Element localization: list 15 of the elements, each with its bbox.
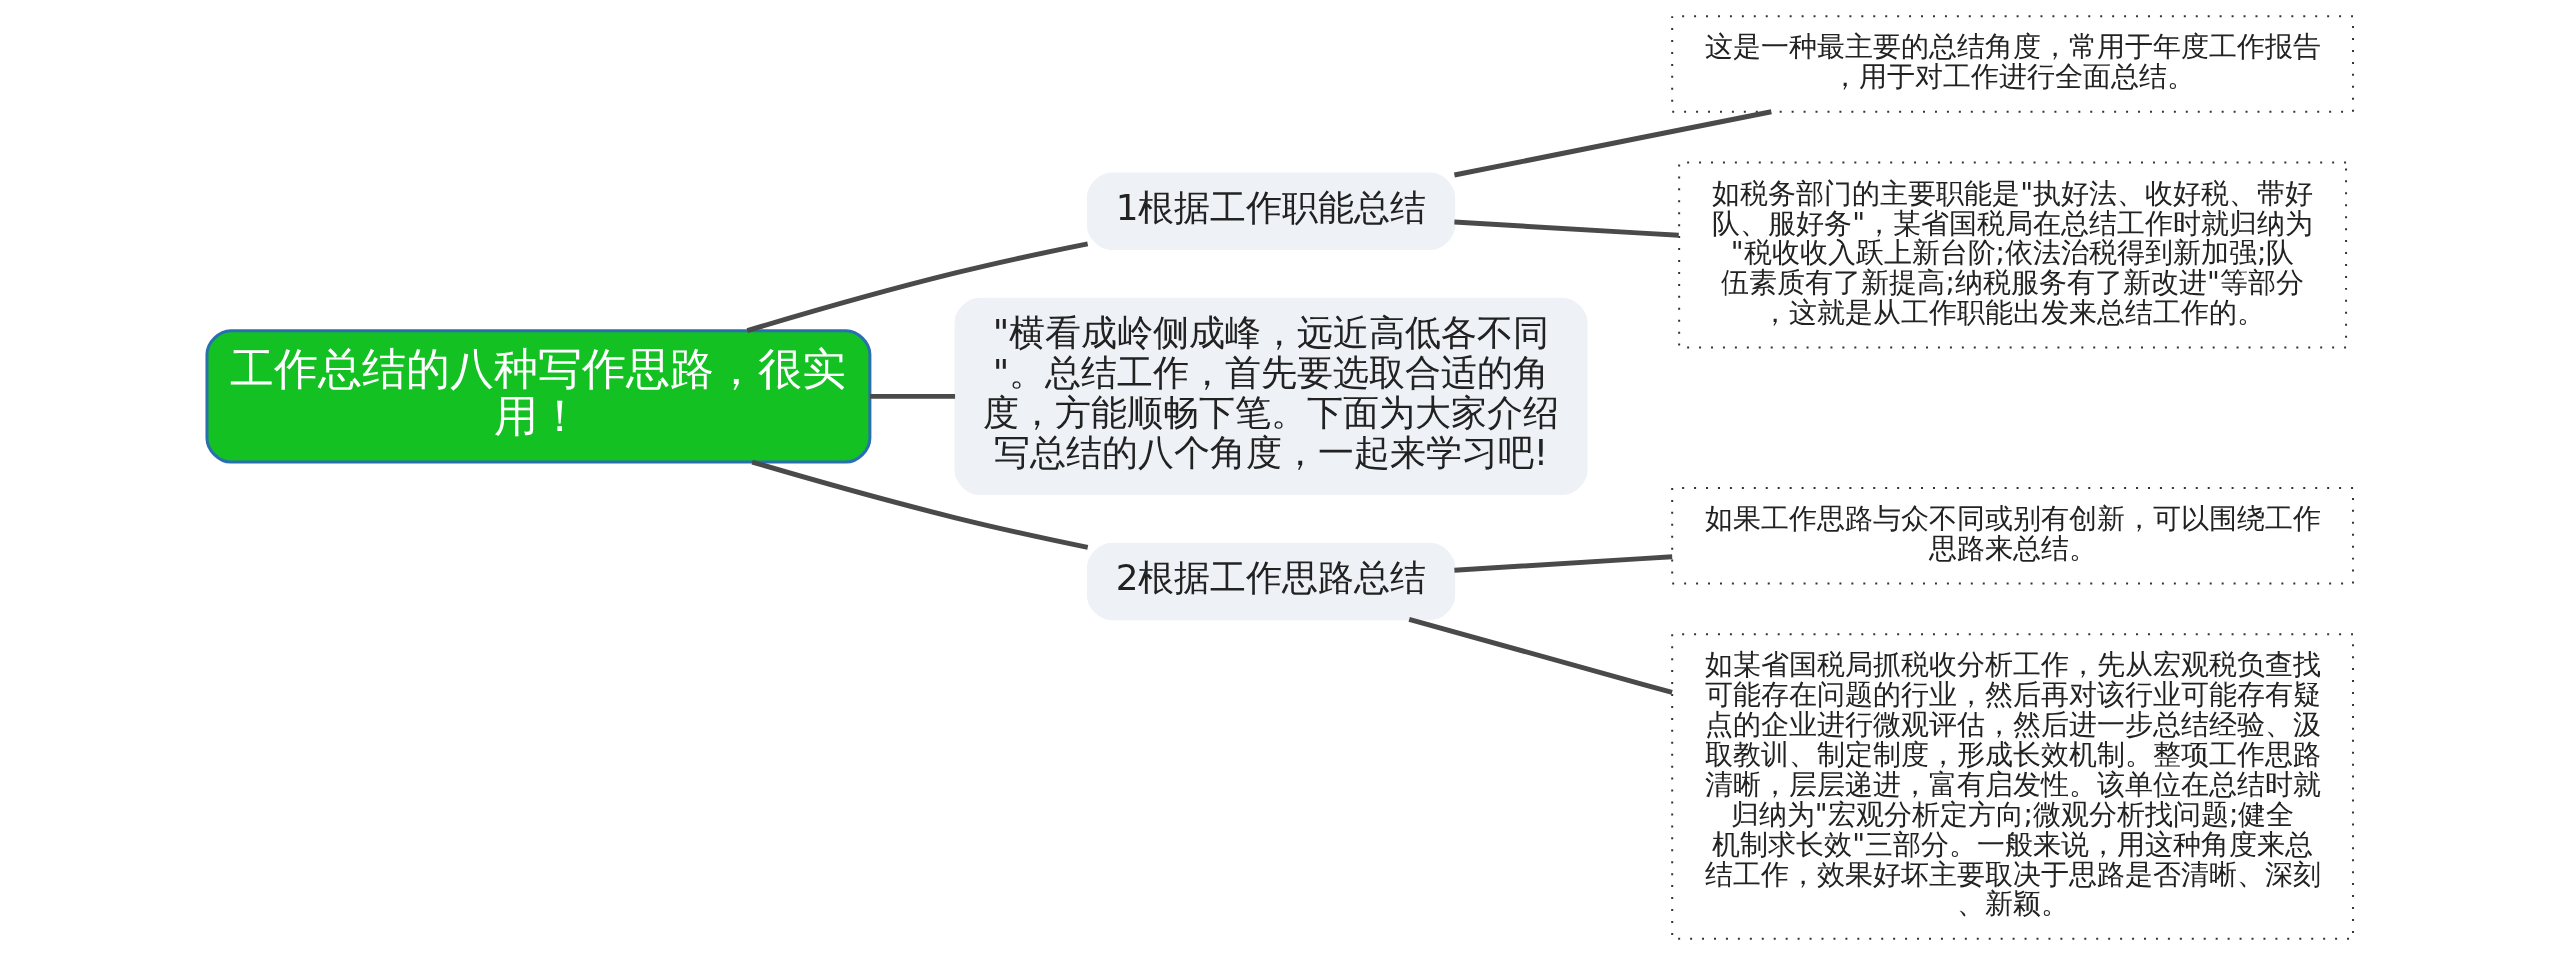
node-box: 2根据工作思路总结 — [1086, 542, 1456, 621]
node-box: "横看成岭侧成峰，远近高低各不同"。总结工作，首先要选取合适的角度，方能顺畅下笔。下面为大家介绍写总结的八个角度，一起来学习吧! — [954, 297, 1588, 495]
node-box: 这是一种最主要的总结角度，常用于年度工作报告，用于对工作进行全面总结。 — [1671, 15, 2355, 113]
node-box: 工作总结的八种写作思路，很实用！ — [205, 329, 872, 464]
connector — [870, 393, 956, 399]
connector — [751, 459, 1089, 550]
connector — [1408, 616, 1673, 695]
node-box: 如果工作思路与众不同或别有创新，可以围绕工作思路来总结。 — [1671, 486, 2355, 585]
node-box: 如税务部门的主要职能是"执好法、收好税、带好队、服好务"，某省国税局在总结工作时就归纳为"税收收入跃上新台阶;依法治税得到新加强;队伍素质有了新提高;纳税服务有了新改进"等部分，这就是从工作职能出发来总结工作的。 — [1678, 161, 2348, 349]
node-box: 1根据工作职能总结 — [1086, 172, 1456, 251]
node-box: 如某省国税局抓税收分析工作，先从宏观税负查找可能存在问题的行业，然后再对该行业可能存有疑点的企业进行微观评估，然后进一步总结经验、汲取教训、制定制度，形成长效机制。整项工作思路清晰，层层递进，富有启发性。该单位在总结时就归纳为"宏观分析定方向;微观分析找问题;健全机制求长效"三部分。一般来说，用这种角度来总结工作，效果好坏主要取决于思路是否清晰、深刻、新颖。 — [1671, 633, 2355, 940]
connector — [1453, 109, 1772, 178]
connector — [1454, 219, 1679, 238]
connector — [746, 241, 1089, 334]
connector — [1454, 554, 1673, 573]
